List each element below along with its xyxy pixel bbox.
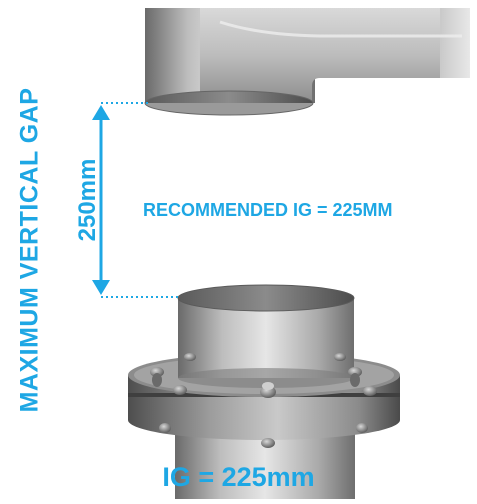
flange-bolts bbox=[150, 353, 377, 448]
gap-dimension-label: 250mm bbox=[74, 158, 101, 242]
lower-duct bbox=[128, 284, 400, 499]
recommended-ig-label: RECOMMENDED IG = 225MM bbox=[143, 200, 393, 220]
arrow-up-icon bbox=[92, 105, 110, 120]
max-vertical-gap-label: MAXIMUM VERTICAL GAP bbox=[15, 87, 44, 413]
arrow-down-icon bbox=[92, 280, 110, 295]
upper-duct bbox=[144, 8, 470, 116]
ig-caption: IG = 225mm bbox=[162, 462, 315, 492]
dimension-markers bbox=[92, 102, 180, 298]
